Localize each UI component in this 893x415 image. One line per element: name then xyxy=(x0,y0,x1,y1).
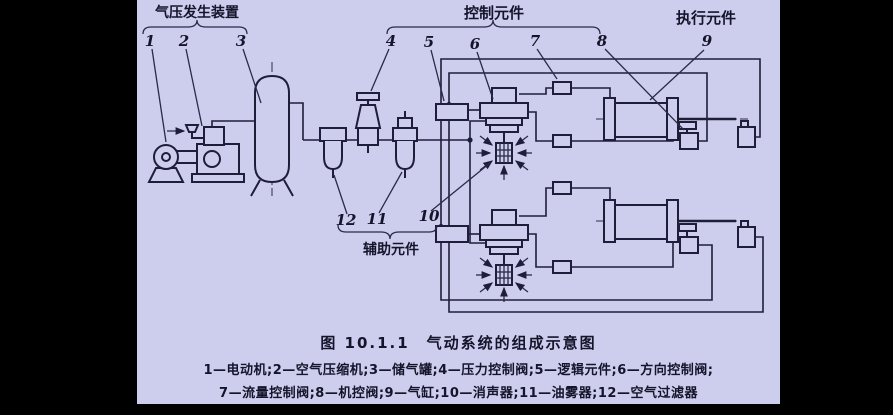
left-black-band xyxy=(0,0,137,415)
brace-auxiliary xyxy=(337,224,438,240)
machine-valve-cam-1 xyxy=(679,132,699,150)
flow-control-valve-3 xyxy=(552,181,572,195)
marker-9: 9 xyxy=(702,32,713,50)
legend-line-1: 1—电动机;2—空气压缩机;3—储气罐;4—压力控制阀;5—逻辑元件;6—方向控… xyxy=(203,363,714,378)
piping-and-signal-lines xyxy=(211,58,764,313)
component-numbers: 1 2 3 4 5 6 7 8 9 10 11 12 xyxy=(145,32,713,229)
marker-4: 4 xyxy=(386,32,396,50)
marker-1: 1 xyxy=(145,32,155,50)
silencer-1 xyxy=(476,136,532,180)
marker-10: 10 xyxy=(419,207,440,225)
logic-element-2 xyxy=(435,225,469,243)
marker-8: 8 xyxy=(597,32,608,50)
electric-motor xyxy=(147,144,203,183)
figure-caption: 图 10.1.1 气动系统的组成示意图 xyxy=(320,334,597,352)
directional-control-valve-2 xyxy=(479,209,529,265)
air-tank xyxy=(250,62,294,197)
label-pressure-generator-group: 气压发生装置 xyxy=(154,4,239,21)
directional-control-valve-1 xyxy=(479,87,529,143)
label-actuator-elements-group: 执行元件 xyxy=(676,9,736,27)
flow-control-valve-1 xyxy=(552,81,572,95)
right-black-band xyxy=(780,0,893,415)
pneumatic-cylinder-1 xyxy=(596,97,748,141)
legend-line-2: 7—流量控制阀;8—机控阀;9—气缸;10—消声器;11—油雾器;12—空气过滤… xyxy=(219,386,698,401)
brace-control xyxy=(386,19,601,35)
machine-valve-cam-2 xyxy=(679,236,699,254)
group-braces xyxy=(142,19,601,240)
marker-3: 3 xyxy=(236,32,246,50)
bottom-black-band xyxy=(137,404,780,415)
leader-lines xyxy=(151,48,705,215)
marker-6: 6 xyxy=(470,35,481,53)
marker-5: 5 xyxy=(424,33,434,51)
silencer-2 xyxy=(476,258,532,302)
flow-control-valve-2 xyxy=(552,134,572,148)
label-auxiliary-elements-group: 辅助元件 xyxy=(363,241,419,258)
marker-7: 7 xyxy=(530,32,541,50)
logic-element-1 xyxy=(435,103,469,121)
flow-control-valve-4 xyxy=(552,260,572,274)
machine-valve-end-1 xyxy=(737,120,756,148)
marker-2: 2 xyxy=(178,32,189,50)
label-control-elements-group: 控制元件 xyxy=(464,4,524,22)
air-filter xyxy=(319,127,347,178)
machine-valve-end-2 xyxy=(737,220,756,248)
lubricator xyxy=(392,111,418,178)
air-compressor xyxy=(167,124,245,183)
marker-12: 12 xyxy=(336,211,357,229)
pressure-control-valve xyxy=(354,92,382,153)
brace-generator xyxy=(142,19,248,35)
marker-11: 11 xyxy=(367,210,388,228)
pneumatic-cylinder-2 xyxy=(596,199,748,243)
